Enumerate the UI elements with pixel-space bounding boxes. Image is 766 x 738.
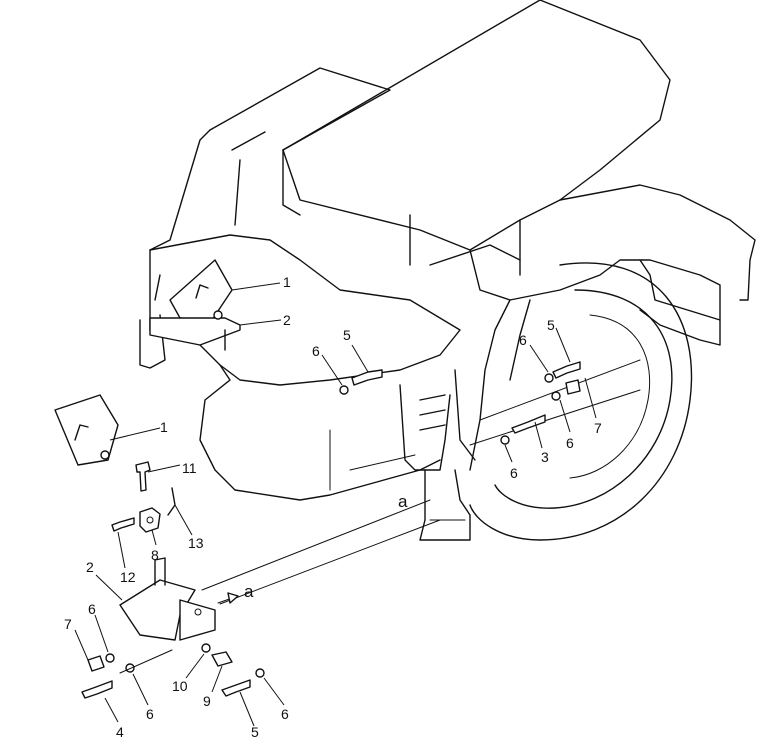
block-8 xyxy=(139,507,161,533)
callout-1-top: 1 xyxy=(283,274,291,290)
callout-6-right-a: 6 xyxy=(519,332,527,348)
callout-2-bottom: 2 xyxy=(86,559,94,575)
view-marker-a-ref: a xyxy=(398,492,408,511)
callout-5-bottom: 5 xyxy=(251,724,259,738)
wheel-chock-part xyxy=(54,394,119,466)
callout-13: 13 xyxy=(188,535,204,551)
callout-7-bottom: 7 xyxy=(64,616,72,632)
installed-wheel-chock-assembly xyxy=(149,259,241,351)
machine-body xyxy=(139,0,756,605)
clip-13 xyxy=(167,487,176,516)
callout-5-right: 5 xyxy=(547,317,555,333)
bracket-part xyxy=(119,557,216,641)
callout-10: 10 xyxy=(172,678,188,694)
callout-6-mid: 6 xyxy=(312,343,320,359)
callout-5-mid: 5 xyxy=(343,327,351,343)
callout-1-left: 1 xyxy=(160,419,168,435)
callout-3-right: 3 xyxy=(541,449,549,465)
pin-11 xyxy=(135,461,151,492)
bolt-12 xyxy=(111,517,135,532)
callout-4: 4 xyxy=(116,724,124,738)
callout-7-right: 7 xyxy=(594,420,602,436)
callout-12: 12 xyxy=(120,569,136,585)
callout-6-bottom-b: 6 xyxy=(146,706,154,722)
callout-6-right-b: 6 xyxy=(566,435,574,451)
callout-8: 8 xyxy=(151,547,159,563)
leader-lines xyxy=(74,282,597,727)
callout-2-top: 2 xyxy=(283,312,291,328)
callout-6-bottom-c: 6 xyxy=(281,706,289,722)
callout-labels: 1 2 5 6 5 6 7 6 3 6 1 11 8 13 12 2 7 6 4… xyxy=(64,274,602,738)
callout-6-bottom-a: 6 xyxy=(88,601,96,617)
callout-6-right-c: 6 xyxy=(510,465,518,481)
fasteners xyxy=(81,361,581,699)
view-marker-a-arrow: a xyxy=(244,582,254,601)
view-arrow-a xyxy=(217,592,239,604)
callout-9: 9 xyxy=(203,693,211,709)
callout-11: 11 xyxy=(182,460,197,476)
